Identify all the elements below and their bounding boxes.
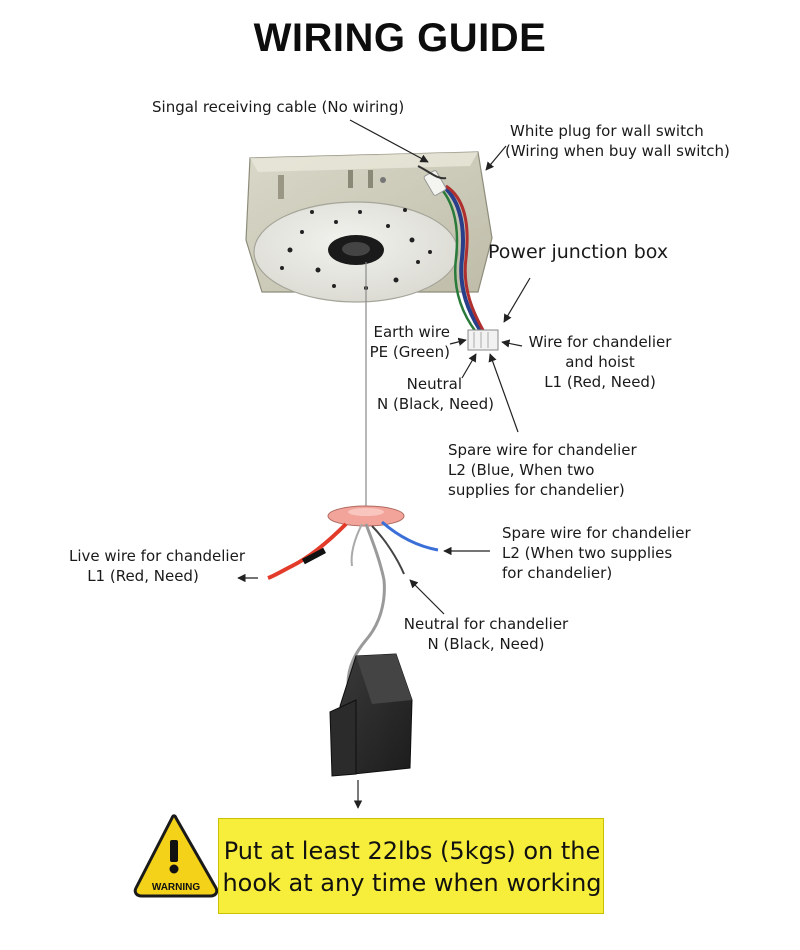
arrow-neutral	[461, 353, 477, 379]
hoist-unit	[245, 151, 493, 333]
chandelier-connector	[267, 505, 439, 685]
arrow-hoist-wire	[501, 339, 523, 348]
label-live-wire: Live wire for chandelier L1 (Red, Need)	[60, 546, 254, 586]
label-spare-blue-line-3: supplies for chandelier)	[448, 481, 625, 499]
arrow-signal-cable	[349, 119, 429, 163]
weight-block	[329, 653, 413, 777]
warning-line-1: Put at least 22lbs (5kgs) on the	[223, 837, 601, 865]
arrow-junction-box	[503, 277, 531, 323]
label-neutral: Neutral N (Black, Need)	[360, 374, 494, 414]
label-hoist-wire-line-2: and hoist	[565, 353, 635, 371]
warning-icon: WARNING	[133, 814, 219, 898]
label-live-wire-line-2: L1 (Red, Need)	[87, 567, 199, 585]
label-spare-wire: Spare wire for chandelier L2 (When two s…	[502, 523, 691, 583]
red-wire	[267, 522, 348, 580]
label-signal-cable: Singal receiving cable (No wiring)	[152, 98, 405, 116]
label-white-plug-line-1: White plug for wall switch	[510, 122, 704, 140]
label-spare-wire-blue: Spare wire for chandelier L2 (Blue, When…	[448, 440, 637, 500]
hook	[346, 523, 386, 685]
label-earth-wire: Earth wire PE (Green)	[362, 322, 450, 362]
warning-message-box: Put at least 22lbs (5kgs) on the hook at…	[218, 818, 604, 914]
label-live-wire-line-1: Live wire for chandelier	[69, 547, 245, 565]
label-spare-line-1: Spare wire for chandelier	[502, 524, 691, 542]
label-neutral-line-1: Neutral	[406, 375, 462, 393]
arrow-neutral-chandelier	[409, 579, 445, 615]
blue-wire	[381, 520, 439, 552]
label-neutral-chandelier-line-2: N (Black, Need)	[427, 635, 545, 653]
label-earth-wire-line-1: Earth wire	[373, 323, 451, 341]
label-chandelier-hoist-wire: Wire for chandelier and hoist L1 (Red, N…	[520, 332, 680, 392]
arrow-earth-wire	[449, 337, 467, 346]
page-title: WIRING GUIDE	[253, 16, 547, 60]
power-junction-box	[467, 329, 499, 351]
arrow-spare-blue	[488, 353, 519, 433]
label-white-plug-line-2: (Wiring when buy wall switch)	[505, 142, 730, 160]
label-neutral-chandelier: Neutral for chandelier N (Black, Need)	[396, 614, 576, 654]
arrow-white-plug	[485, 145, 507, 171]
label-spare-line-3: for chandelier)	[502, 564, 613, 582]
black-wire	[371, 525, 405, 575]
label-hoist-wire-line-3: L1 (Red, Need)	[544, 373, 656, 391]
label-spare-blue-line-2: L2 (Blue, When two	[448, 461, 595, 479]
label-hoist-wire-line-1: Wire for chandelier	[528, 333, 672, 351]
label-neutral-chandelier-line-1: Neutral for chandelier	[403, 615, 569, 633]
warning-line-2: hook at any time when working	[222, 869, 602, 897]
label-earth-wire-line-2: PE (Green)	[369, 343, 450, 361]
warning-badge-text: WARNING	[152, 882, 201, 893]
label-neutral-line-2: N (Black, Need)	[376, 395, 494, 413]
label-white-plug: White plug for wall switch (Wiring when …	[505, 121, 730, 161]
label-spare-blue-line-1: Spare wire for chandelier	[448, 441, 637, 459]
label-junction-box: Power junction box	[488, 241, 669, 263]
label-spare-line-2: L2 (When two supplies	[502, 544, 673, 562]
